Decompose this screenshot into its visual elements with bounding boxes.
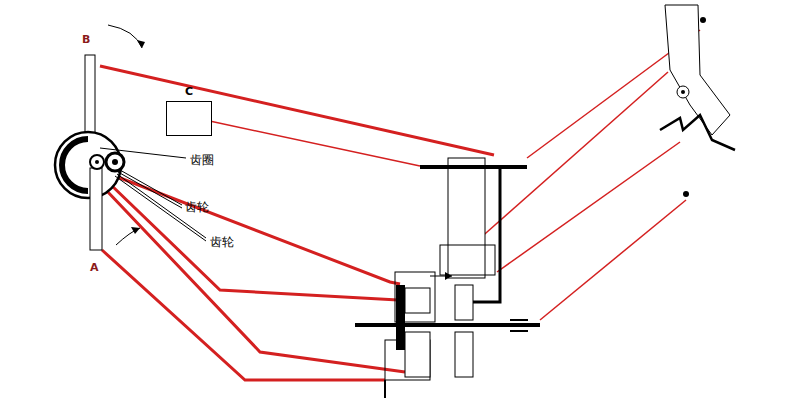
part-name: 齿圈 [190, 154, 214, 166]
part-square [166, 101, 212, 136]
part-name: 齿轮 [210, 236, 234, 248]
part-letter: C [166, 86, 212, 97]
part-letter: B [82, 34, 90, 45]
part-letter: A [90, 262, 99, 273]
part-name: 齿轮 [185, 201, 209, 213]
part-box: C [166, 86, 212, 136]
